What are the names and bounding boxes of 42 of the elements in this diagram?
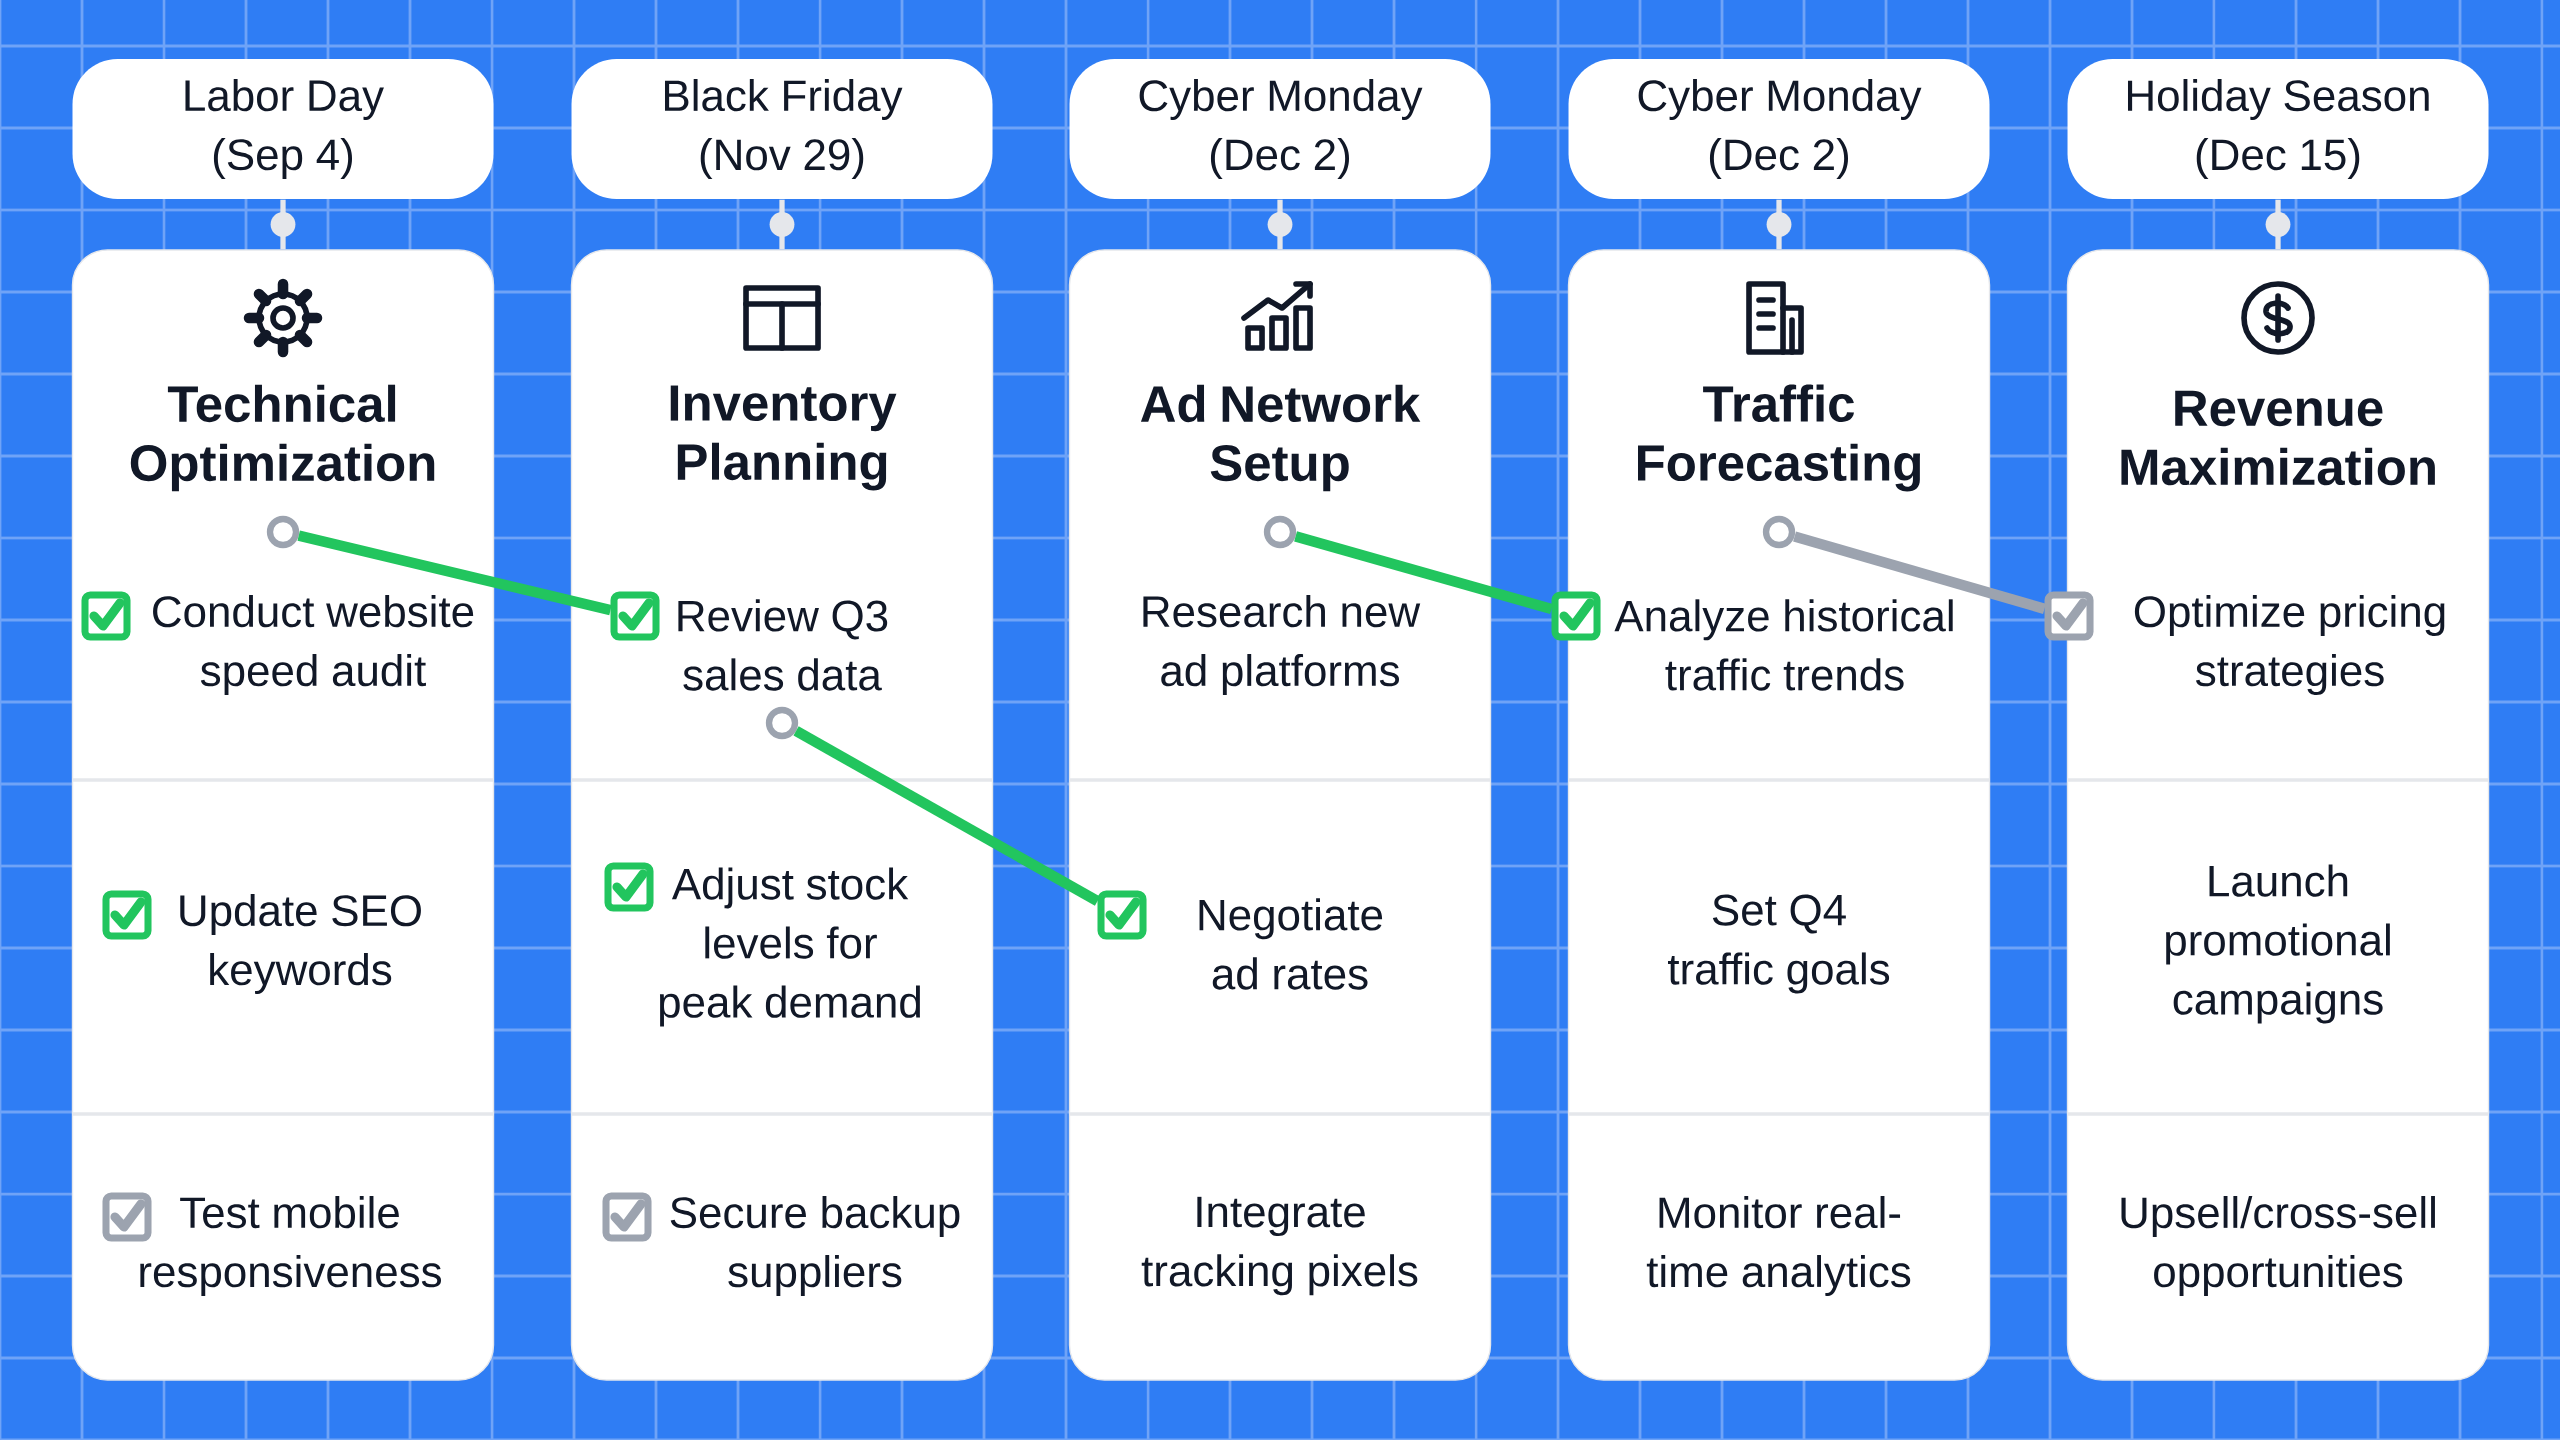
task-text: Integrate tracking pixels	[1141, 1196, 1418, 1296]
connector-line	[2265, 199, 2291, 250]
connector-line	[1267, 199, 1293, 250]
connector-dot	[266, 515, 300, 549]
connector-line	[1766, 199, 1792, 250]
date-pill: Cyber Monday (Dec 2)	[1069, 59, 1491, 199]
connector-dot	[1762, 515, 1796, 549]
connector-dot	[765, 706, 799, 740]
task-text: Adjust stock levels for peak demand	[659, 867, 920, 1027]
task-text: Launch promotional campaigns	[2166, 864, 2390, 1024]
date-pill: Holiday Season (Dec 15)	[2067, 59, 2489, 199]
connector-line	[769, 199, 795, 250]
checkbox	[1551, 591, 1601, 641]
task-text: Set Q4 traffic goals	[1668, 894, 1890, 994]
task-text: Upsell/cross-sell opportunities	[2121, 1195, 2435, 1296]
checkbox	[102, 1192, 152, 1242]
checkbox	[602, 1192, 652, 1242]
task-text: Research new ad platforms	[1143, 594, 1421, 695]
checkbox	[102, 890, 152, 940]
connector-line	[297, 530, 612, 616]
task-text: Secure backup suppliers	[670, 1195, 960, 1296]
connector-line	[270, 199, 296, 250]
task-text: Negotiate ad rates	[1199, 898, 1383, 990]
connector-dot	[1263, 515, 1297, 549]
checkbox	[610, 591, 660, 641]
checkbox	[2044, 591, 2094, 641]
connector-line	[1294, 531, 1553, 615]
task-text: Review Q3 sales data	[678, 599, 888, 691]
checkbox	[604, 862, 654, 912]
date-pill: Black Friday (Nov 29)	[571, 59, 993, 199]
task-text: Conduct website speed audit	[153, 594, 474, 695]
task-text: Optimize pricing strategies	[2134, 594, 2445, 695]
task-text: Monitor real-time analytics	[1646, 1195, 1911, 1296]
date-pill: Labor Day (Sep 4)	[72, 59, 494, 199]
date-pill: Cyber Monday (Dec 2)	[1568, 59, 1990, 199]
connector-line	[793, 726, 1101, 906]
task-text: Analyze historical traffic trends	[1614, 599, 1953, 691]
checkbox	[81, 591, 131, 641]
task-text: Update SEO keywords	[180, 893, 421, 994]
checkbox	[1097, 890, 1147, 940]
connector-line	[1793, 531, 2046, 614]
task-text: Test mobile responsiveness	[140, 1195, 441, 1296]
